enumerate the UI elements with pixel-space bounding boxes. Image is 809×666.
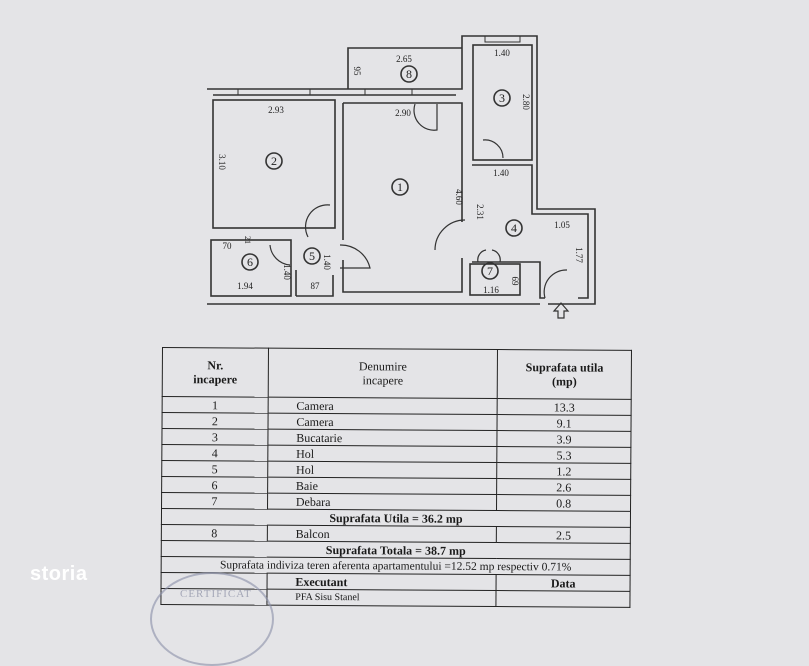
header-area-2: (mp)	[552, 374, 577, 389]
room-area: 2.6	[496, 478, 631, 496]
dimension: 2.80	[521, 94, 531, 110]
room-nr: 6	[161, 476, 268, 494]
dimension: 21	[243, 236, 252, 244]
room-area: 5.3	[497, 446, 631, 464]
dimension: 95	[352, 67, 362, 77]
header-area: Suprafata utila	[525, 360, 604, 375]
room-name: Hol	[267, 461, 498, 479]
dimension: 70	[223, 241, 233, 251]
room-area: 2.5	[496, 526, 631, 544]
room-number: 7	[487, 264, 493, 278]
room-number: 5	[309, 249, 315, 263]
executant-name: PFA Sisu Stanel	[266, 589, 497, 607]
room-5-outline	[295, 270, 334, 297]
dimension: 1.94	[237, 281, 253, 291]
dimension: 2.65	[396, 54, 412, 64]
header-name-2: incapere	[362, 373, 404, 388]
room-name: Camera	[267, 413, 498, 431]
room-nr: 2	[162, 412, 268, 430]
room-name: Hol	[267, 445, 498, 463]
dimension: 1.16	[483, 285, 499, 295]
dimension: 1.05	[554, 220, 570, 230]
room-2-outline	[212, 99, 336, 229]
floor-plan: 1 2.90 4.60 2 2.93 3.10 3 1.40 2.80 4 1.…	[207, 35, 596, 319]
room-number: 6	[247, 255, 253, 269]
dimension: 1.40	[494, 48, 510, 58]
room-name: Debara	[267, 493, 497, 511]
executant-label: Executant	[266, 573, 497, 591]
room-area: 13.3	[497, 398, 632, 416]
room-nr: 7	[161, 492, 268, 510]
room-nr: 8	[161, 524, 268, 542]
room-area: 9.1	[497, 414, 632, 432]
room-number: 8	[406, 67, 412, 81]
dimension: 4.60	[454, 189, 464, 205]
room-area: 0.8	[496, 494, 631, 512]
dimension: 2.31	[475, 204, 485, 220]
room-number: 3	[499, 91, 505, 105]
header-nr: Nr.	[207, 358, 224, 373]
dimension: 1.40	[493, 168, 509, 178]
room-nr: 5	[161, 460, 268, 478]
dimension: 87	[311, 281, 321, 291]
room-area: 1.2	[496, 462, 631, 480]
dimension: 69	[510, 277, 520, 287]
room-area: 3.9	[497, 430, 631, 448]
room-nr: 4	[161, 444, 268, 462]
stamp-text: CERTIFICAT	[180, 588, 252, 600]
room-name: Bucatarie	[267, 429, 498, 447]
room-name: Camera	[267, 397, 498, 415]
arrow-up-icon	[552, 302, 570, 319]
dimension: 3.10	[217, 154, 227, 170]
storia-watermark: storia	[30, 563, 88, 585]
room-number: 2	[271, 154, 277, 168]
dimension: 2.90	[395, 108, 411, 118]
room-nr: 3	[161, 428, 268, 446]
dimension: 1.40	[322, 254, 332, 270]
dimension: 1.40	[282, 264, 292, 280]
room-nr: 1	[162, 396, 268, 414]
room-1-outline	[342, 102, 463, 293]
room-number: 1	[397, 180, 403, 194]
room-3-outline	[472, 44, 533, 161]
certificate-stamp: CERTIFICAT	[150, 572, 274, 666]
room-number: 4	[511, 221, 517, 235]
room-name: Baie	[267, 477, 497, 495]
header-nr-2: incapere	[193, 372, 238, 387]
dimension: 1.77	[574, 247, 584, 263]
room-4-outline	[472, 164, 589, 299]
room-6-outline	[210, 239, 292, 297]
data-label: Data	[496, 574, 631, 592]
header-name: Denumire	[358, 359, 407, 374]
outer-wall	[207, 35, 596, 305]
dimension: 2.93	[268, 105, 284, 115]
room-name: Balcon	[267, 525, 497, 543]
